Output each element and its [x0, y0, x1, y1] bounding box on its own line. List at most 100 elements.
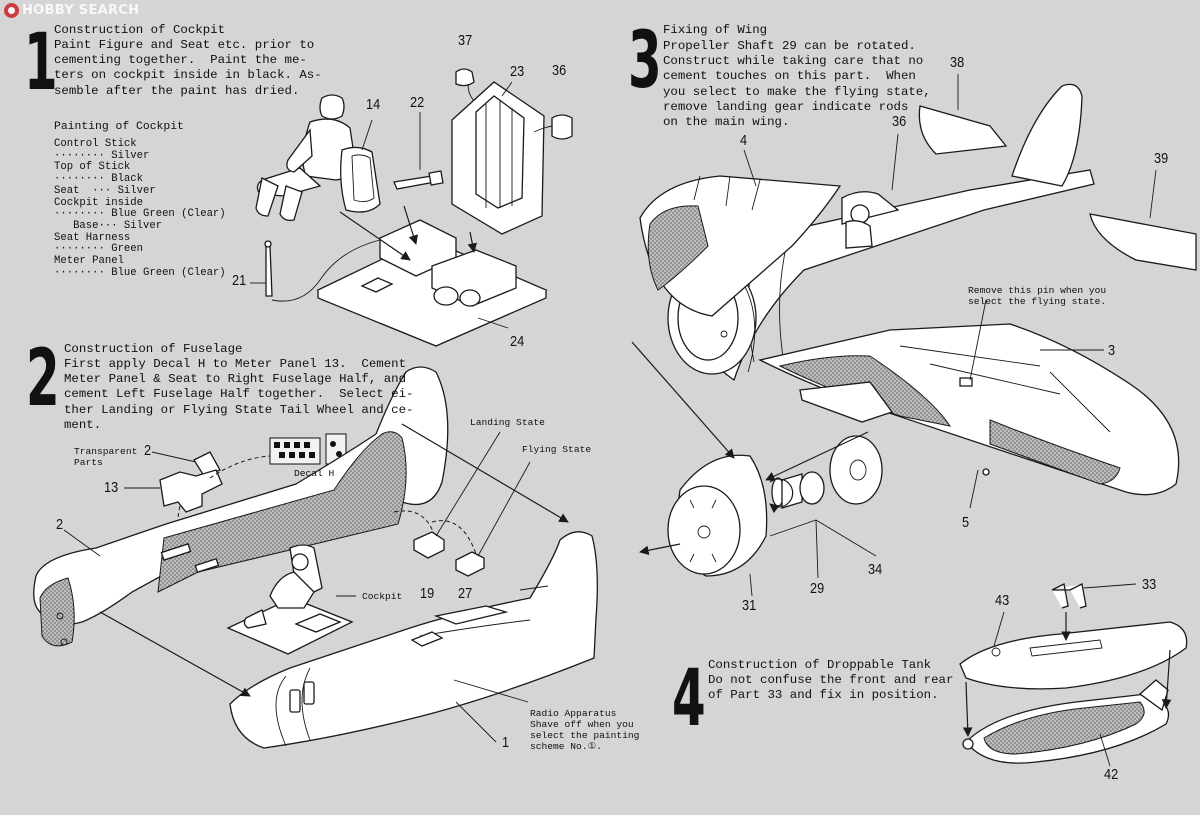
part-36-leader [533, 125, 553, 133]
part-label-4: 4 [740, 132, 748, 149]
part-label-2-transparent: 2 [144, 442, 152, 459]
tank-nose [962, 738, 974, 750]
seat-part-14 [340, 146, 381, 213]
control-stick-part-22 [393, 140, 444, 190]
part-label-31: 31 [742, 597, 757, 614]
leader-2a [151, 451, 197, 463]
part-label-5: 5 [962, 514, 970, 531]
part-label-27: 27 [458, 585, 473, 602]
watermark-text: HOBBY SEARCH [22, 3, 140, 18]
part-label-3: 3 [1108, 342, 1116, 359]
leader-4 [743, 149, 757, 187]
decal-h-sheet [269, 433, 347, 465]
hobby-search-logo-icon [4, 3, 19, 18]
step2-body: First apply Decal H to Meter Panel 13. C… [64, 357, 414, 432]
part-label-2-fuselage: 2 [56, 516, 64, 533]
step1-title: Construction of Cockpit [54, 23, 226, 37]
step4-arrow-left [962, 681, 973, 737]
leader-5 [969, 469, 979, 509]
part-36-shape [551, 114, 573, 140]
leader-24 [477, 317, 509, 329]
leader-23 [501, 81, 513, 97]
part-label-19: 19 [420, 585, 435, 602]
part-21-wire [271, 239, 381, 302]
step-number-1: 1 [24, 18, 58, 108]
watermark: HOBBY SEARCH [4, 3, 139, 18]
step4-arrow-right [1161, 649, 1172, 709]
caption-cockpit: Cockpit [362, 591, 403, 602]
step-number-2: 2 [26, 334, 60, 424]
step3-body: Propeller Shaft 29 can be rotated. Const… [663, 39, 931, 130]
painting-title: Painting of Cockpit [54, 121, 184, 133]
part-label-22: 22 [410, 94, 425, 111]
leader-42 [1099, 733, 1111, 767]
step1-body: Paint Figure and Seat etc. prior to ceme… [54, 38, 322, 98]
leader-39 [1149, 169, 1157, 219]
left-fuselage-half [229, 531, 598, 749]
step-number-3: 3 [628, 16, 662, 106]
part-label-38: 38 [950, 54, 965, 71]
step3-title: Fixing of Wing [663, 23, 768, 37]
part-23-frame [451, 81, 545, 235]
propeller-shaft-29 [769, 471, 825, 514]
step1-arrow-frame [467, 231, 478, 253]
step3-arrow-cowling [631, 341, 735, 459]
step4-title: Construction of Droppable Tank [708, 658, 932, 672]
leader-14 [361, 119, 373, 151]
part-label-29: 29 [810, 580, 825, 597]
caption-radio-apparatus: Radio Apparatus Shave off when you selec… [530, 708, 640, 752]
leader-33 [1083, 583, 1137, 589]
step3-arrow-spinner [639, 543, 681, 556]
step4-body: Do not confuse the front and rear of Par… [708, 673, 954, 703]
part-label-21: 21 [232, 272, 247, 289]
leader-43 [993, 611, 1005, 647]
spinner-part-31 [667, 454, 768, 577]
step1-drawing [250, 68, 573, 347]
tail-wheel-27 [455, 551, 485, 577]
pilot-figure [255, 94, 357, 222]
painting-list: Control Stick ········ Silver Top of Sti… [54, 138, 226, 279]
part-label-37: 37 [458, 32, 473, 49]
cockpit-floor-part-24 [316, 219, 548, 347]
step2-arrow-left [99, 611, 251, 697]
step2-drawing [33, 366, 598, 749]
part-label-34: 34 [868, 561, 883, 578]
part-21-tip [264, 240, 272, 248]
decal-dashed-guide [209, 455, 271, 479]
part-label-14: 14 [366, 96, 381, 113]
part-label-23: 23 [510, 63, 525, 80]
left-wing-lines [693, 175, 761, 211]
part-label-33: 33 [1142, 576, 1157, 593]
step1-arrow-seat [339, 211, 411, 261]
leader-radio [453, 679, 529, 703]
caption-landing-state: Landing State [470, 417, 545, 428]
leader-2b [63, 529, 101, 557]
cockpit-subassembly [226, 544, 354, 655]
tank-upper-half-43 [959, 621, 1188, 690]
step2-title: Construction of Fuselage [64, 342, 243, 356]
right-wing [758, 323, 1180, 496]
leader-29 [815, 519, 819, 579]
right-fuselage-half [33, 366, 449, 647]
caption-decal-h: Decal H [294, 468, 335, 479]
part-label-36a: 36 [552, 62, 567, 79]
leader-1 [455, 701, 497, 743]
part-label-36b: 36 [892, 113, 907, 130]
meter-panel-13 [159, 469, 223, 513]
leader-29-34 [769, 519, 877, 557]
transparent-part-2 [193, 451, 221, 477]
leader-landing [435, 431, 501, 537]
leader-flying [477, 461, 531, 557]
left-wing-fill [647, 205, 709, 291]
part-label-24: 24 [510, 333, 525, 350]
caption-flying-state: Flying State [522, 444, 592, 455]
tank-fin [1138, 679, 1169, 712]
part-33-bracket [1051, 583, 1087, 609]
part-label-43: 43 [995, 592, 1010, 609]
part-label-13: 13 [104, 479, 119, 496]
rear-plate-34 [829, 435, 883, 505]
step3-arrow-plate [765, 431, 869, 481]
step-number-4: 4 [672, 654, 706, 744]
